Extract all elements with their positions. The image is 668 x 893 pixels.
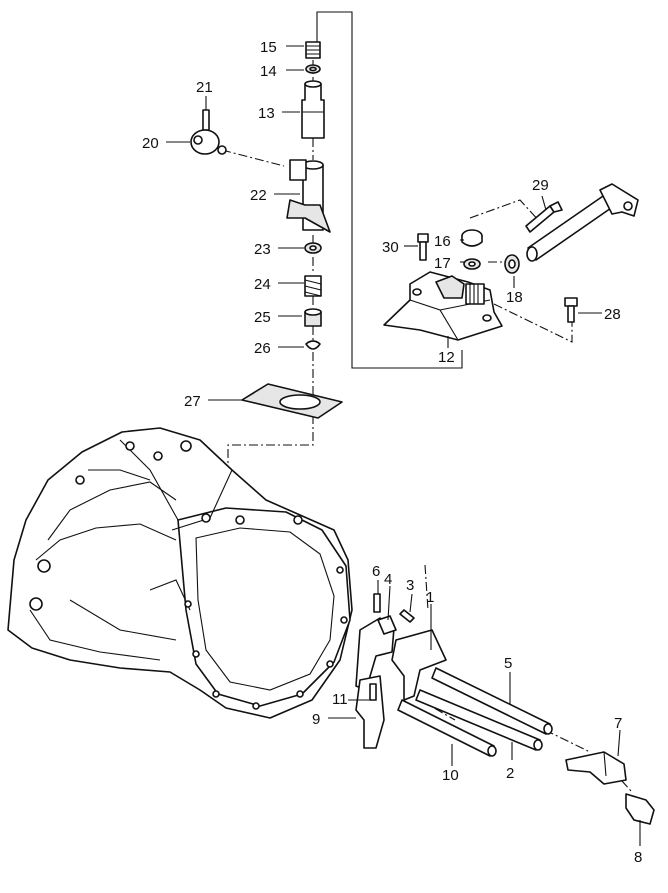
spring-24 [304,275,322,297]
callout-18: 18 [506,289,523,306]
gasket-27 [241,383,343,419]
callout-2: 2 [506,765,514,782]
callout-6: 6 [372,563,380,580]
bracket-8 [625,793,655,825]
callout-27: 27 [184,393,201,410]
callout-12: 12 [438,349,455,366]
callout-15: 15 [260,39,277,56]
joint-block-20 [190,129,227,155]
callout-8: 8 [634,849,642,866]
callout-21: 21 [196,79,213,96]
callout-7: 7 [614,715,622,732]
callout-24: 24 [254,276,271,293]
callout-labels: 15 14 13 21 20 22 23 24 25 26 27 16 17 1… [142,39,642,866]
bolt-30 [417,233,429,261]
fork-1 [391,629,447,701]
callout-14: 14 [260,63,277,80]
callout-9: 9 [312,711,320,728]
callout-26: 26 [254,340,271,357]
callout-4: 4 [384,571,392,588]
callout-17: 17 [434,255,451,272]
transmission-case [7,427,353,719]
callout-16: 16 [434,233,451,250]
fork-4 [355,615,397,691]
callout-3: 3 [406,577,414,594]
callout-22: 22 [250,187,267,204]
pin-21 [202,109,210,131]
plunger-25 [304,308,322,327]
callout-30: 30 [382,239,399,256]
callout-28: 28 [604,306,621,323]
cap-16 [461,229,483,247]
callout-11: 11 [332,691,348,708]
callout-23: 23 [254,241,271,258]
leader-lines [166,45,641,846]
spring-15 [305,41,321,59]
pin-3 [399,609,415,623]
shift-lever-22 [286,159,331,233]
bolt-28 [564,297,578,323]
washer-17 [463,258,481,270]
callout-10: 10 [442,767,459,784]
clip-26 [305,340,321,350]
callout-1: 1 [426,589,434,606]
shaft-13 [301,80,325,139]
callout-29: 29 [532,177,549,194]
callout-13: 13 [258,105,275,122]
pin-6 [373,593,381,613]
rail-2 [415,689,543,751]
ring-23 [304,242,322,254]
pin-11 [369,683,377,701]
bolt-29 [525,201,563,233]
fork-9 [355,675,385,749]
callout-20: 20 [142,135,159,152]
seal-18 [504,254,520,274]
selector-housing-12 [383,271,503,341]
fork-7 [565,751,627,785]
callout-25: 25 [254,309,271,326]
callout-5: 5 [504,655,512,672]
rail-10 [397,699,497,757]
control-rod [526,183,639,262]
washer-14 [305,64,321,74]
rail-5 [431,667,553,735]
